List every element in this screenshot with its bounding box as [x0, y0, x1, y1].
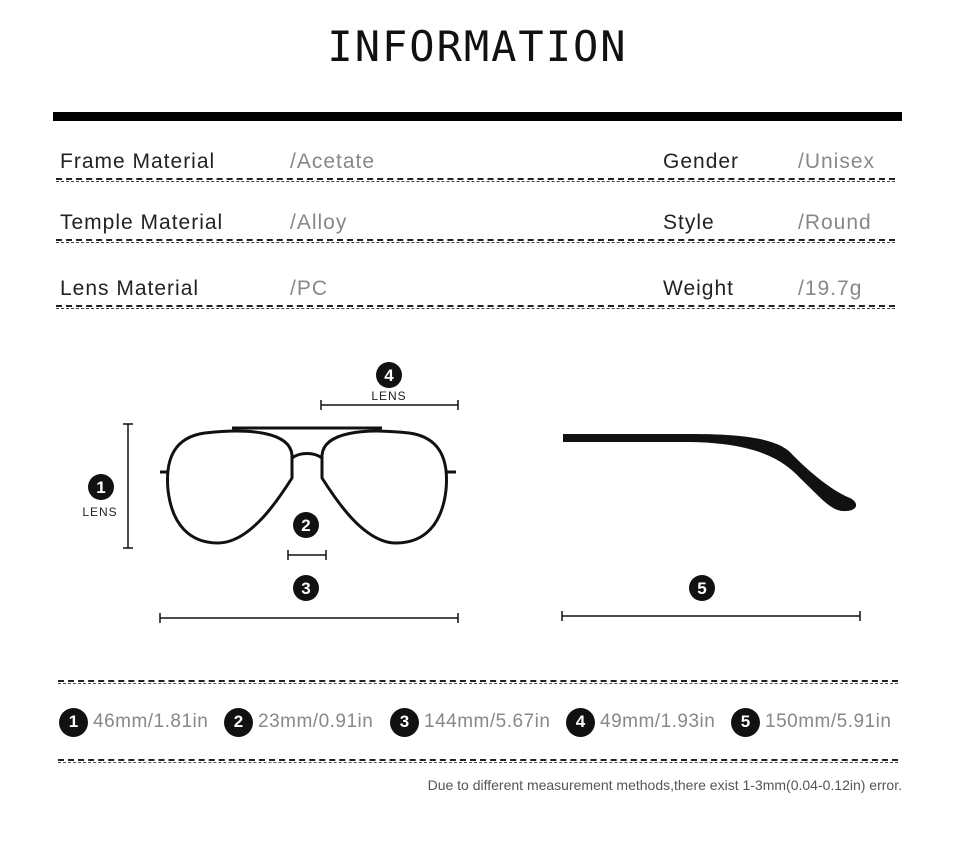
measurement-5: 5 150mm/5.91in [731, 707, 891, 737]
measurement-5-badge: 5 [731, 707, 760, 737]
dimension-line-1 [123, 423, 133, 549]
gender-label: Gender [663, 150, 740, 173]
temple-material-value: /Alloy [290, 211, 348, 234]
marker-5: 5 [689, 575, 715, 601]
style-value: /Round [798, 211, 872, 234]
marker-1: 1 LENS [82, 474, 117, 519]
dimension-line-2 [287, 550, 327, 560]
page-title: INFORMATION [327, 22, 628, 71]
measurement-4: 4 49mm/1.93in [566, 707, 715, 737]
lens-material-value: /PC [290, 277, 329, 300]
marker-5-number: 5 [697, 579, 706, 598]
style-label: Style [663, 211, 715, 234]
measurement-2-value: 23mm/0.91in [258, 711, 374, 732]
marker-4: 4 LENS [371, 362, 406, 403]
marker-4-label: LENS [371, 389, 406, 403]
marker-2: 2 [293, 512, 319, 538]
measurement-2-badge: 2 [224, 707, 253, 737]
marker-2-number: 2 [301, 516, 310, 535]
marker-3: 3 [293, 575, 319, 601]
spec-row-temple: Temple Material /Alloy Style /Round [56, 203, 895, 243]
row-divider [56, 239, 895, 243]
measurement-2: 2 23mm/0.91in [224, 707, 373, 737]
title-divider [53, 112, 902, 121]
measurement-4-value: 49mm/1.93in [600, 711, 716, 732]
measurement-disclaimer: Due to different measurement methods,the… [427, 777, 902, 793]
marker-4-number: 4 [384, 366, 394, 385]
dimension-line-3 [159, 613, 459, 623]
dimension-line-5 [561, 611, 861, 621]
measurement-3: 3 144mm/5.67in [390, 707, 550, 737]
measurement-3-badge: 3 [390, 707, 419, 737]
row-divider [56, 305, 895, 309]
measurements-bottom-divider [58, 759, 898, 763]
measurements-top-divider [58, 680, 898, 684]
marker-1-label: LENS [82, 505, 117, 519]
row-divider [56, 178, 895, 182]
measurement-5-value: 150mm/5.91in [765, 711, 892, 732]
temple-material-label: Temple Material [60, 211, 224, 234]
measurement-4-badge: 4 [566, 707, 595, 737]
glasses-front-view [160, 426, 456, 545]
measurement-1-badge: 1 [59, 707, 88, 737]
frame-material-label: Frame Material [60, 150, 216, 173]
spec-row-lens: Lens Material /PC Weight /19.7g [56, 269, 895, 309]
frame-material-value: /Acetate [290, 150, 376, 173]
weight-label: Weight [663, 277, 734, 300]
gender-value: /Unisex [798, 150, 876, 173]
marker-3-number: 3 [301, 579, 310, 598]
measurement-1: 1 46mm/1.81in [59, 707, 208, 737]
measurement-3-value: 144mm/5.67in [424, 711, 551, 732]
marker-1-number: 1 [96, 478, 105, 497]
glasses-temple-side-view [563, 434, 857, 512]
dimension-line-4 [320, 400, 459, 410]
lens-material-label: Lens Material [60, 277, 200, 300]
weight-value: /19.7g [798, 277, 863, 300]
spec-row-frame: Frame Material /Acetate Gender /Unisex [56, 142, 895, 182]
measurement-1-value: 46mm/1.81in [93, 711, 209, 732]
